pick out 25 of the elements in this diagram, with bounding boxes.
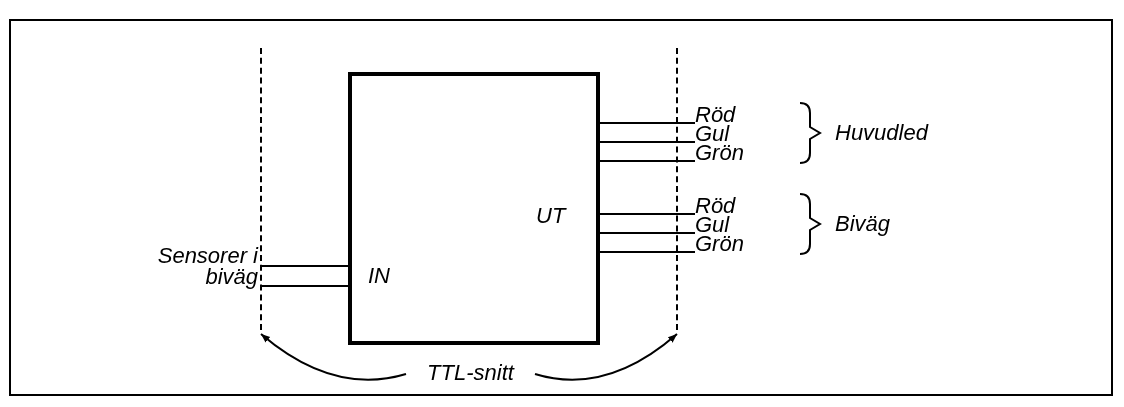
signal-line <box>599 213 696 215</box>
signal-line <box>259 285 349 287</box>
signal-label: Röd <box>695 196 755 215</box>
port-label: UT <box>536 204 566 228</box>
signal-line <box>599 160 696 162</box>
interface-label: TTL-snitt <box>408 360 533 386</box>
dashed-interface-line <box>260 48 262 330</box>
input-label: Sensorer i biväg <box>125 245 258 287</box>
dashed-interface-line <box>676 48 678 330</box>
signal-line <box>599 232 696 234</box>
port-label: IN <box>368 264 390 288</box>
signal-line <box>599 141 696 143</box>
group-label: Huvudled <box>835 121 928 145</box>
signal-label: Röd <box>695 105 755 124</box>
signal-line <box>259 265 349 267</box>
block-box <box>348 72 600 345</box>
arrow <box>534 333 678 381</box>
signal-label: Gul <box>695 124 755 143</box>
signal-label: Grön <box>695 143 755 162</box>
signal-label: Gul <box>695 215 755 234</box>
group-label: Biväg <box>835 212 891 236</box>
signal-line <box>599 122 696 124</box>
signal-label: Grön <box>695 234 755 253</box>
arrow <box>260 333 407 381</box>
signal-line <box>599 251 696 253</box>
